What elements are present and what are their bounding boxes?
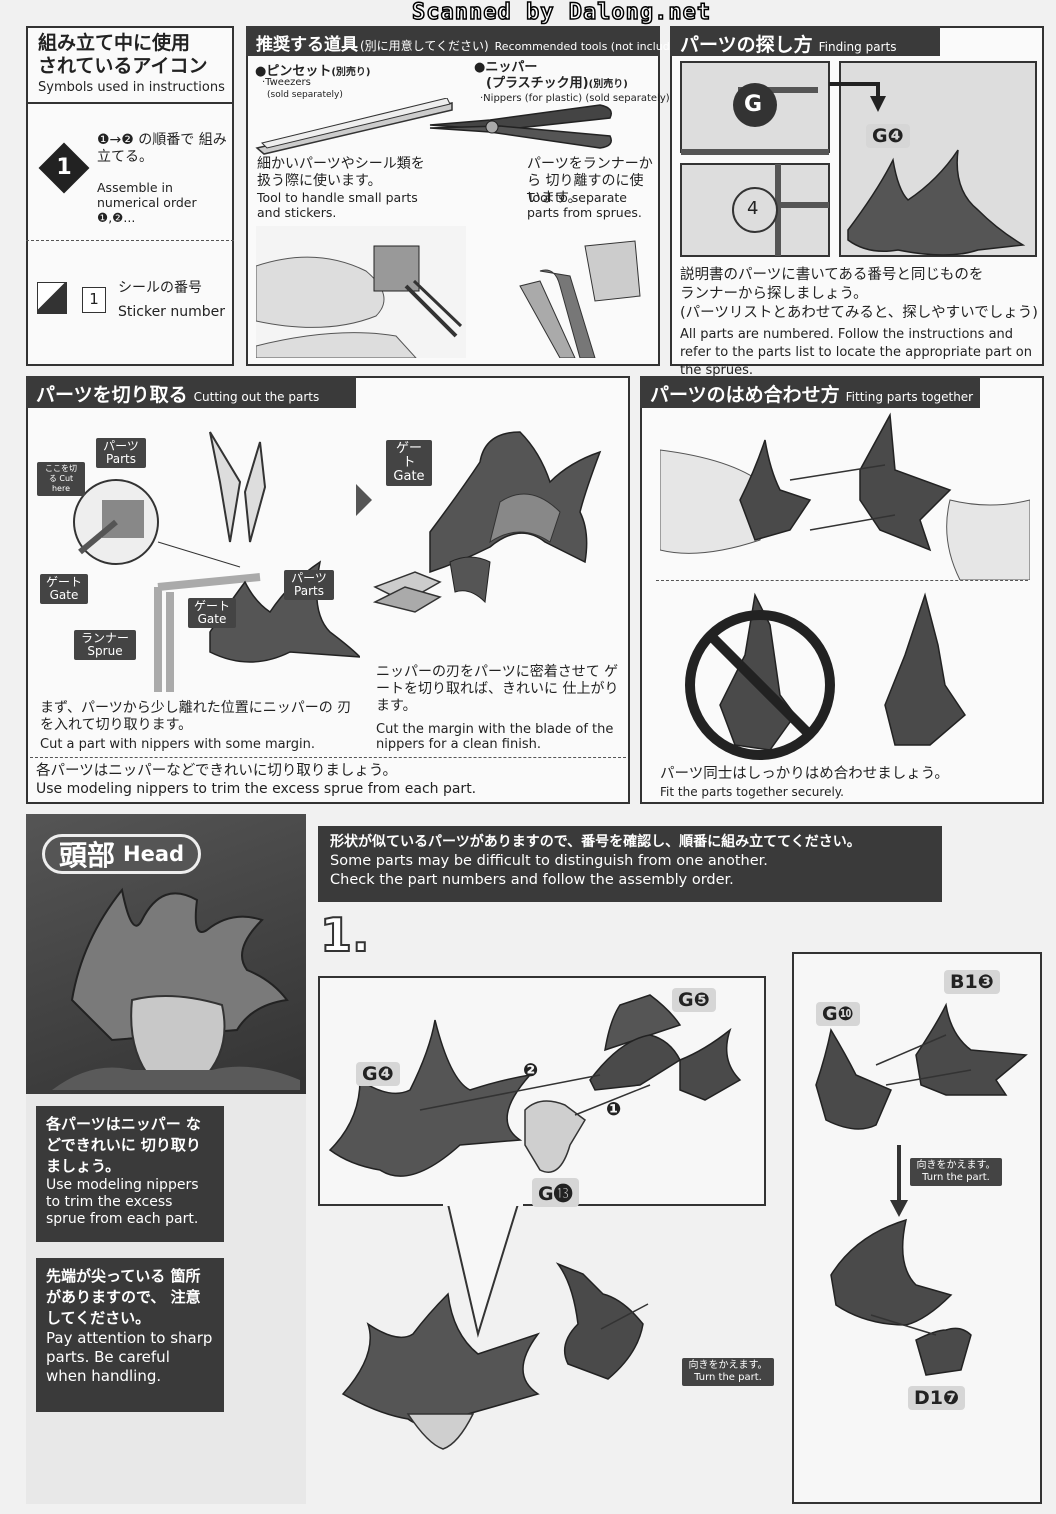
tag-gate-3: ゲート Gate: [386, 440, 432, 486]
part-label-b13: B1❸: [944, 970, 1000, 994]
part-label-d17: D1❼: [908, 1386, 966, 1410]
tweezers-en: ·Tweezers(sold separately): [262, 77, 343, 100]
nipper-desc-jp: パーツをランナーから 切り離すのに使います。: [527, 156, 653, 206]
tweezers-desc-jp: 細かいパーツやシール類を 扱う際に使います。: [257, 156, 425, 189]
turn-note-1: 向きをかえます。Turn the part.: [682, 1358, 774, 1386]
part-label-g10: G❿: [816, 1002, 860, 1026]
runner-letter-g: G: [744, 92, 763, 117]
part-label-g4: G❹: [356, 1062, 400, 1086]
nipper-desc-en: Tool to separate parts from sprues.: [527, 190, 642, 220]
tweezers-usage-illustration: [256, 226, 466, 358]
cutting-note-en: Use modeling nippers to trim the excess …: [36, 781, 477, 797]
cutting-illustration-2: [372, 431, 602, 613]
nipper-label: ●ニッパー (プラスチック用)(別売り): [474, 60, 628, 91]
cutting-note-jp: 各パーツはニッパーなどできれいに切り取りましょう。: [36, 763, 398, 779]
trim-notice: 各パーツはニッパー などできれいに 切り取りましょう。 Use modeling…: [36, 1106, 224, 1242]
sticker-en: Sticker number: [118, 304, 226, 320]
head-title-badge: 頭部 Head: [42, 834, 202, 874]
fitting-divider: [656, 580, 1028, 581]
tag-runner: ランナー Sprue: [74, 630, 136, 660]
cutting-arrow-icon: [356, 484, 372, 516]
symbols-title: 組み立て中に使用されているアイコン: [38, 32, 208, 77]
head-warning-banner: 形状が似ているパーツがありますので、番号を確認し、順番に組み立ててください。 S…: [318, 826, 942, 902]
nipper-usage-illustration: [519, 240, 641, 358]
watermark: Scanned by Dalong.net: [411, 0, 712, 26]
symbols-divider: [26, 102, 234, 104]
cutting-step2-en: Cut the margin with the blade of the nip…: [376, 722, 614, 752]
assembly-left-illustration: [328, 994, 742, 1177]
step-number: 1.: [319, 907, 371, 963]
finding-desc-jp: 説明書のパーツに書いてある番号と同じものをランナーから探しましょう。(パーツリス…: [680, 267, 1038, 321]
part-label-g4-finding: G❹: [866, 124, 910, 148]
assembly-result-illustration: [341, 1204, 649, 1450]
cutting-illustration-1: [73, 431, 360, 692]
step-diamond-number: 1: [56, 155, 72, 180]
nipper-en: ·Nippers (for plastic) (sold separately): [480, 93, 670, 104]
tag-parts-1: パーツ Parts: [96, 438, 146, 468]
cutting-step1-jp: まず、パーツから少し離れた位置にニッパーの 刃を入れて切り取ります。: [40, 700, 352, 733]
tag-cut-here: ここを切る Cut here: [37, 462, 85, 496]
cutting-step1-en: Cut a part with nippers with some margin…: [40, 737, 315, 752]
part-label-g13: G⓭: [532, 1178, 579, 1207]
assembly-right-illustration: [815, 1002, 1028, 1376]
runner-number-4: 4: [747, 198, 759, 219]
sticker-number-box: 1: [82, 287, 106, 313]
tag-gate-2: ゲート Gate: [188, 598, 236, 628]
fitting-note-en: Fit the parts together securely.: [660, 785, 844, 799]
cutting-note-divider: [30, 757, 626, 758]
tag-gate-1: ゲート Gate: [40, 574, 88, 604]
part-label-g5: G❺: [672, 988, 716, 1012]
finding-desc-en: All parts are numbered. Follow the instr…: [680, 327, 1032, 378]
symbols-title-en: Symbols used in instructions: [38, 80, 225, 95]
order-en: Assemble in numerical order ❶,❷...: [97, 180, 197, 225]
sticker-jp: シールの番号: [118, 280, 202, 296]
order-badge-1: ❶: [606, 1099, 622, 1120]
tools-header: 推奨する道具(別に用意してください)Recommended tools (not…: [246, 26, 688, 56]
sticker-icon: [37, 282, 67, 314]
order-jp: ❶→❷ の順番で 組み立てる。: [97, 132, 227, 165]
nipper-icon: [429, 104, 612, 149]
cutting-step2-jp: ニッパーの刃をパーツに密着させて ゲートを切り取れば、きれいに 仕上がります。: [376, 664, 619, 714]
sharp-parts-notice: 先端が尖っている 箇所がありますので、 注意してください。 Pay attent…: [36, 1258, 224, 1412]
turn-note-2: 向きをかえます。Turn the part.: [910, 1158, 1002, 1186]
tag-parts-2: パーツ Parts: [284, 570, 334, 600]
symbols-divider-2: [26, 240, 234, 241]
tweezers-label: ●ピンセット(別売り): [255, 64, 371, 79]
tweezers-desc-en: Tool to handle small parts and stickers.: [257, 190, 418, 220]
fitting-note-jp: パーツ同士はしっかりはめ合わせましょう。: [660, 766, 949, 782]
fitting-illustration-2: [685, 592, 966, 760]
runner-illustration: [680, 61, 1037, 257]
tweezers-icon: [255, 98, 453, 155]
fitting-illustration-1: [660, 412, 1030, 580]
goku-portrait: [52, 887, 300, 1090]
order-badge-2: ❷: [523, 1060, 539, 1081]
